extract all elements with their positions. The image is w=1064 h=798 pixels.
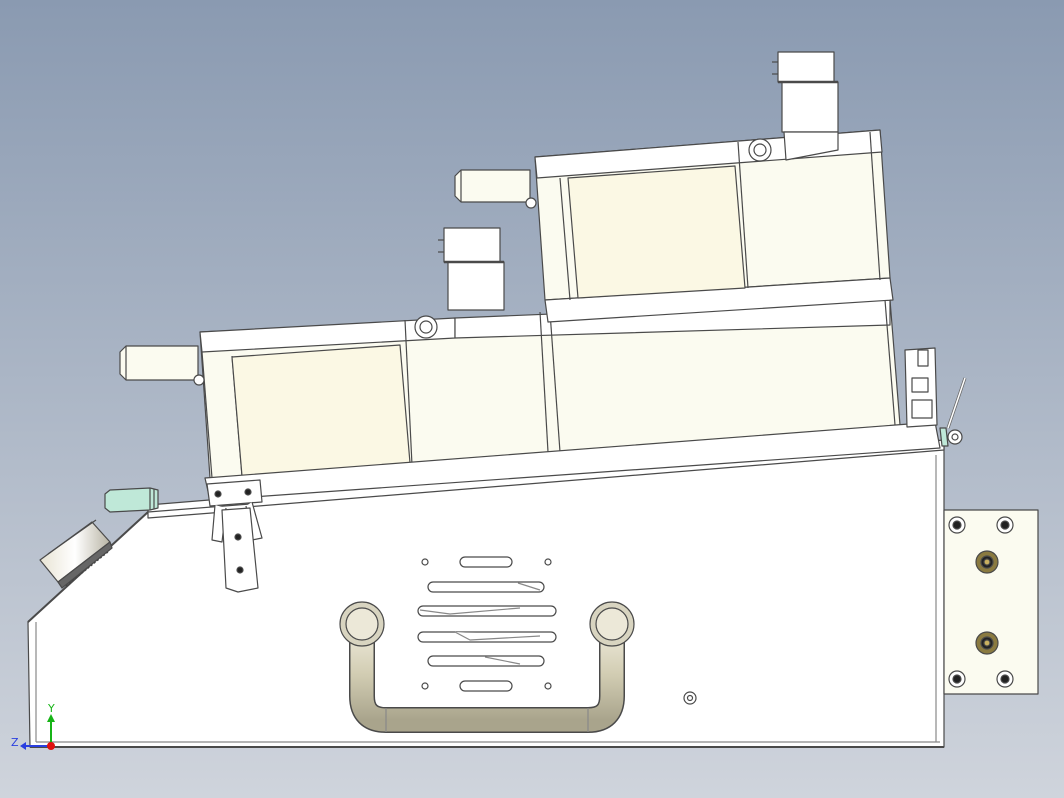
enclosure-screw xyxy=(683,691,697,705)
triad-y-label: Y xyxy=(47,702,55,715)
vent-grille xyxy=(417,556,557,692)
adjustment-knob xyxy=(39,519,113,589)
carry-handle xyxy=(339,601,635,733)
housing-screw xyxy=(748,138,772,162)
upper-motor xyxy=(567,165,746,299)
housing-screw xyxy=(414,315,438,339)
upper-shaft-stub xyxy=(454,169,537,209)
coordinate-triad: Y Z xyxy=(11,702,55,750)
lower-motor xyxy=(231,344,411,477)
side-latch-lever xyxy=(939,377,967,447)
toggle-latch xyxy=(206,479,263,593)
lower-shaft-stub xyxy=(119,345,205,386)
triad-z-label: Z xyxy=(11,736,19,749)
mid-connector-block xyxy=(438,227,505,311)
upper-connector-block xyxy=(772,51,839,161)
side-profile-bracket xyxy=(904,347,938,428)
hose-fitting xyxy=(104,487,159,513)
rear-mounting-plate xyxy=(943,509,1039,695)
